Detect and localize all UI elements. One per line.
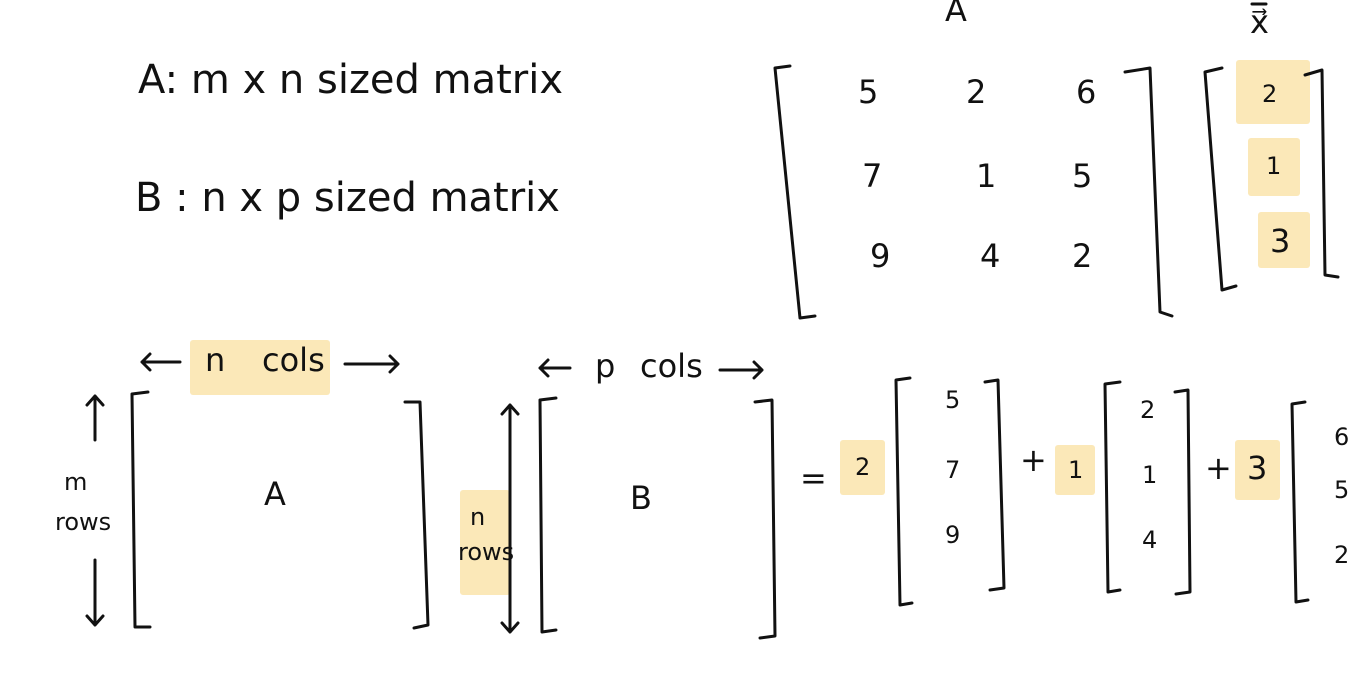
double-arrow-icon: [500, 403, 520, 634]
column-cell: 9: [945, 521, 961, 549]
a-cols-label: n: [205, 341, 226, 379]
column-cell: 6: [1334, 423, 1350, 451]
arrow-right-icon: [343, 354, 400, 374]
bracket: [130, 390, 152, 629]
column-cell: 7: [945, 456, 961, 484]
bracket: [1103, 380, 1122, 594]
b-cols-word: cols: [640, 347, 703, 385]
coefficient: 2: [855, 453, 871, 481]
bracket: [894, 376, 914, 607]
matrix-cell: 2: [1072, 237, 1093, 275]
bracket: [1203, 66, 1238, 292]
a-rows-bottom: rows: [55, 508, 112, 536]
matrix-label: A: [945, 0, 967, 29]
highlight-coef-2: [1055, 445, 1095, 495]
vector-label: x⃗: [1250, 3, 1269, 41]
b-cols-label: p: [595, 347, 616, 385]
vector-cell: 3: [1270, 222, 1291, 260]
arrow-down-icon: [85, 558, 105, 627]
column-cell: 5: [945, 386, 961, 414]
highlight-coef-3: [1235, 440, 1280, 500]
definition-b: B : n x p sized matrix: [135, 175, 560, 221]
vector-cell: 2: [1262, 80, 1278, 108]
equals-sign: =: [800, 459, 827, 497]
column-cell: 2: [1334, 541, 1350, 569]
a-rows-top: m: [64, 468, 88, 496]
matrix-cell: 5: [858, 73, 879, 111]
matrix-cell: 1: [976, 157, 997, 195]
vector-cell: 1: [1266, 152, 1282, 180]
plus-sign: +: [1205, 449, 1232, 487]
bracket: [773, 64, 817, 320]
column-cell: 1: [1142, 461, 1158, 489]
matrix-cell: 4: [980, 237, 1001, 275]
matrix-cell: 5: [1072, 157, 1093, 195]
b-rows-bottom: rows: [458, 538, 515, 566]
bracket: [753, 398, 777, 640]
coefficient: 3: [1247, 449, 1268, 487]
bracket: [1173, 388, 1192, 596]
highlight-x2: [1248, 138, 1300, 196]
column-cell: 4: [1142, 526, 1158, 554]
highlight-x3: [1258, 212, 1310, 268]
column-cell: 2: [1140, 396, 1156, 424]
highlight-n-cols: [190, 340, 330, 395]
matrix-cell: 9: [870, 237, 891, 275]
plus-sign: +: [1020, 441, 1047, 479]
bracket: [983, 378, 1006, 592]
bracket: [1290, 400, 1310, 604]
bracket: [538, 396, 558, 634]
matrix-cell: 2: [966, 73, 987, 111]
matrix-cell: 7: [862, 157, 883, 195]
arrow-right-icon: [718, 360, 764, 380]
bracket: [1123, 66, 1174, 318]
bracket: [403, 400, 430, 630]
matrix-cell: 6: [1076, 73, 1097, 111]
bracket: [1303, 68, 1340, 279]
arrow-up-icon: [85, 394, 105, 442]
highlight-n-rows: [460, 490, 510, 595]
a-cols-word: cols: [262, 341, 325, 379]
column-cell: 5: [1334, 476, 1350, 504]
arrow-left-icon: [140, 352, 182, 372]
b-rows-top: n: [470, 503, 486, 531]
highlight-x1: [1236, 60, 1310, 124]
highlight-coef-1: [840, 440, 885, 495]
arrow-left-icon: [538, 358, 572, 378]
matrix-b-name: B: [630, 479, 652, 517]
definition-a: A: m x n sized matrix: [138, 57, 564, 103]
coefficient: 1: [1068, 456, 1084, 484]
matrix-a-name: A: [264, 475, 286, 513]
